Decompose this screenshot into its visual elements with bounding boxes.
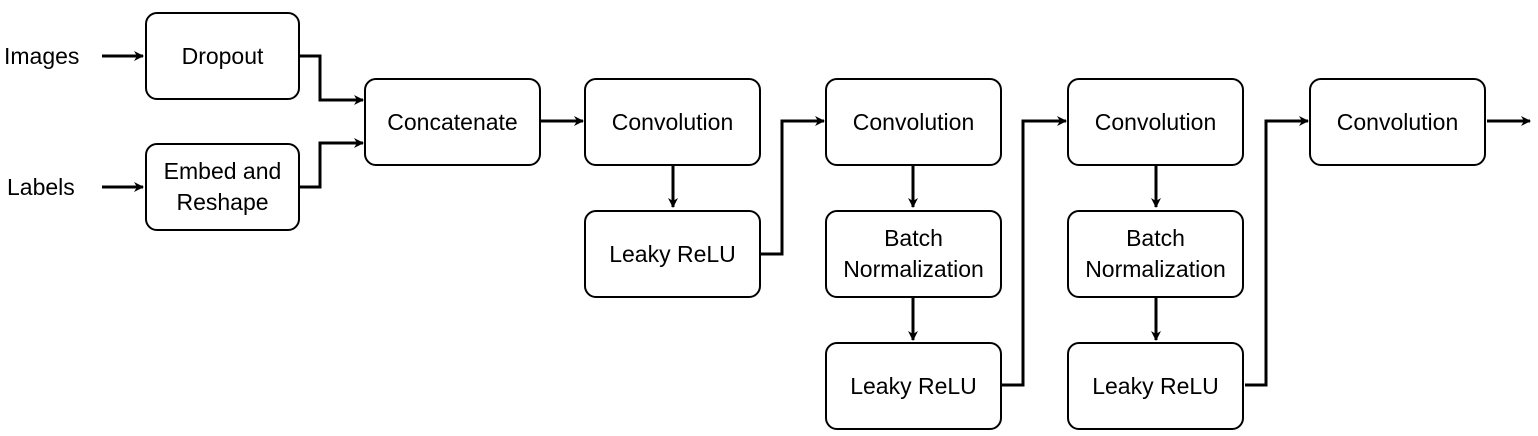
convolution-node-3: Convolution — [1067, 78, 1244, 166]
leaky-relu-node-2: Leaky ReLU — [825, 342, 1002, 430]
arrow-leaky-relu-2-to-convolution-3 — [1002, 116, 1067, 387]
leaky-relu-node-3: Leaky ReLU — [1067, 342, 1244, 430]
arrow-embed-to-concatenate — [300, 138, 364, 189]
batch-normalization-node-2: Batch Normalization — [825, 210, 1002, 298]
leaky-relu-node-1: Leaky ReLU — [584, 210, 761, 298]
images-input-label: Images — [4, 43, 80, 69]
arrow-leaky-relu-3-to-convolution-4 — [1245, 116, 1309, 387]
labels-input-label: Labels — [7, 174, 75, 200]
arrow-leaky-relu-1-to-convolution-2 — [761, 116, 825, 256]
convolution-node-2: Convolution — [825, 78, 1002, 166]
dropout-node: Dropout — [145, 12, 300, 100]
arrow-dropout-to-concatenate — [300, 54, 364, 105]
batch-normalization-node-3: Batch Normalization — [1067, 210, 1244, 298]
convolution-node-1: Convolution — [584, 78, 761, 166]
concatenate-node: Concatenate — [364, 78, 541, 166]
embed-and-reshape-node: Embed and Reshape — [145, 143, 300, 231]
convolution-node-4: Convolution — [1309, 78, 1486, 166]
